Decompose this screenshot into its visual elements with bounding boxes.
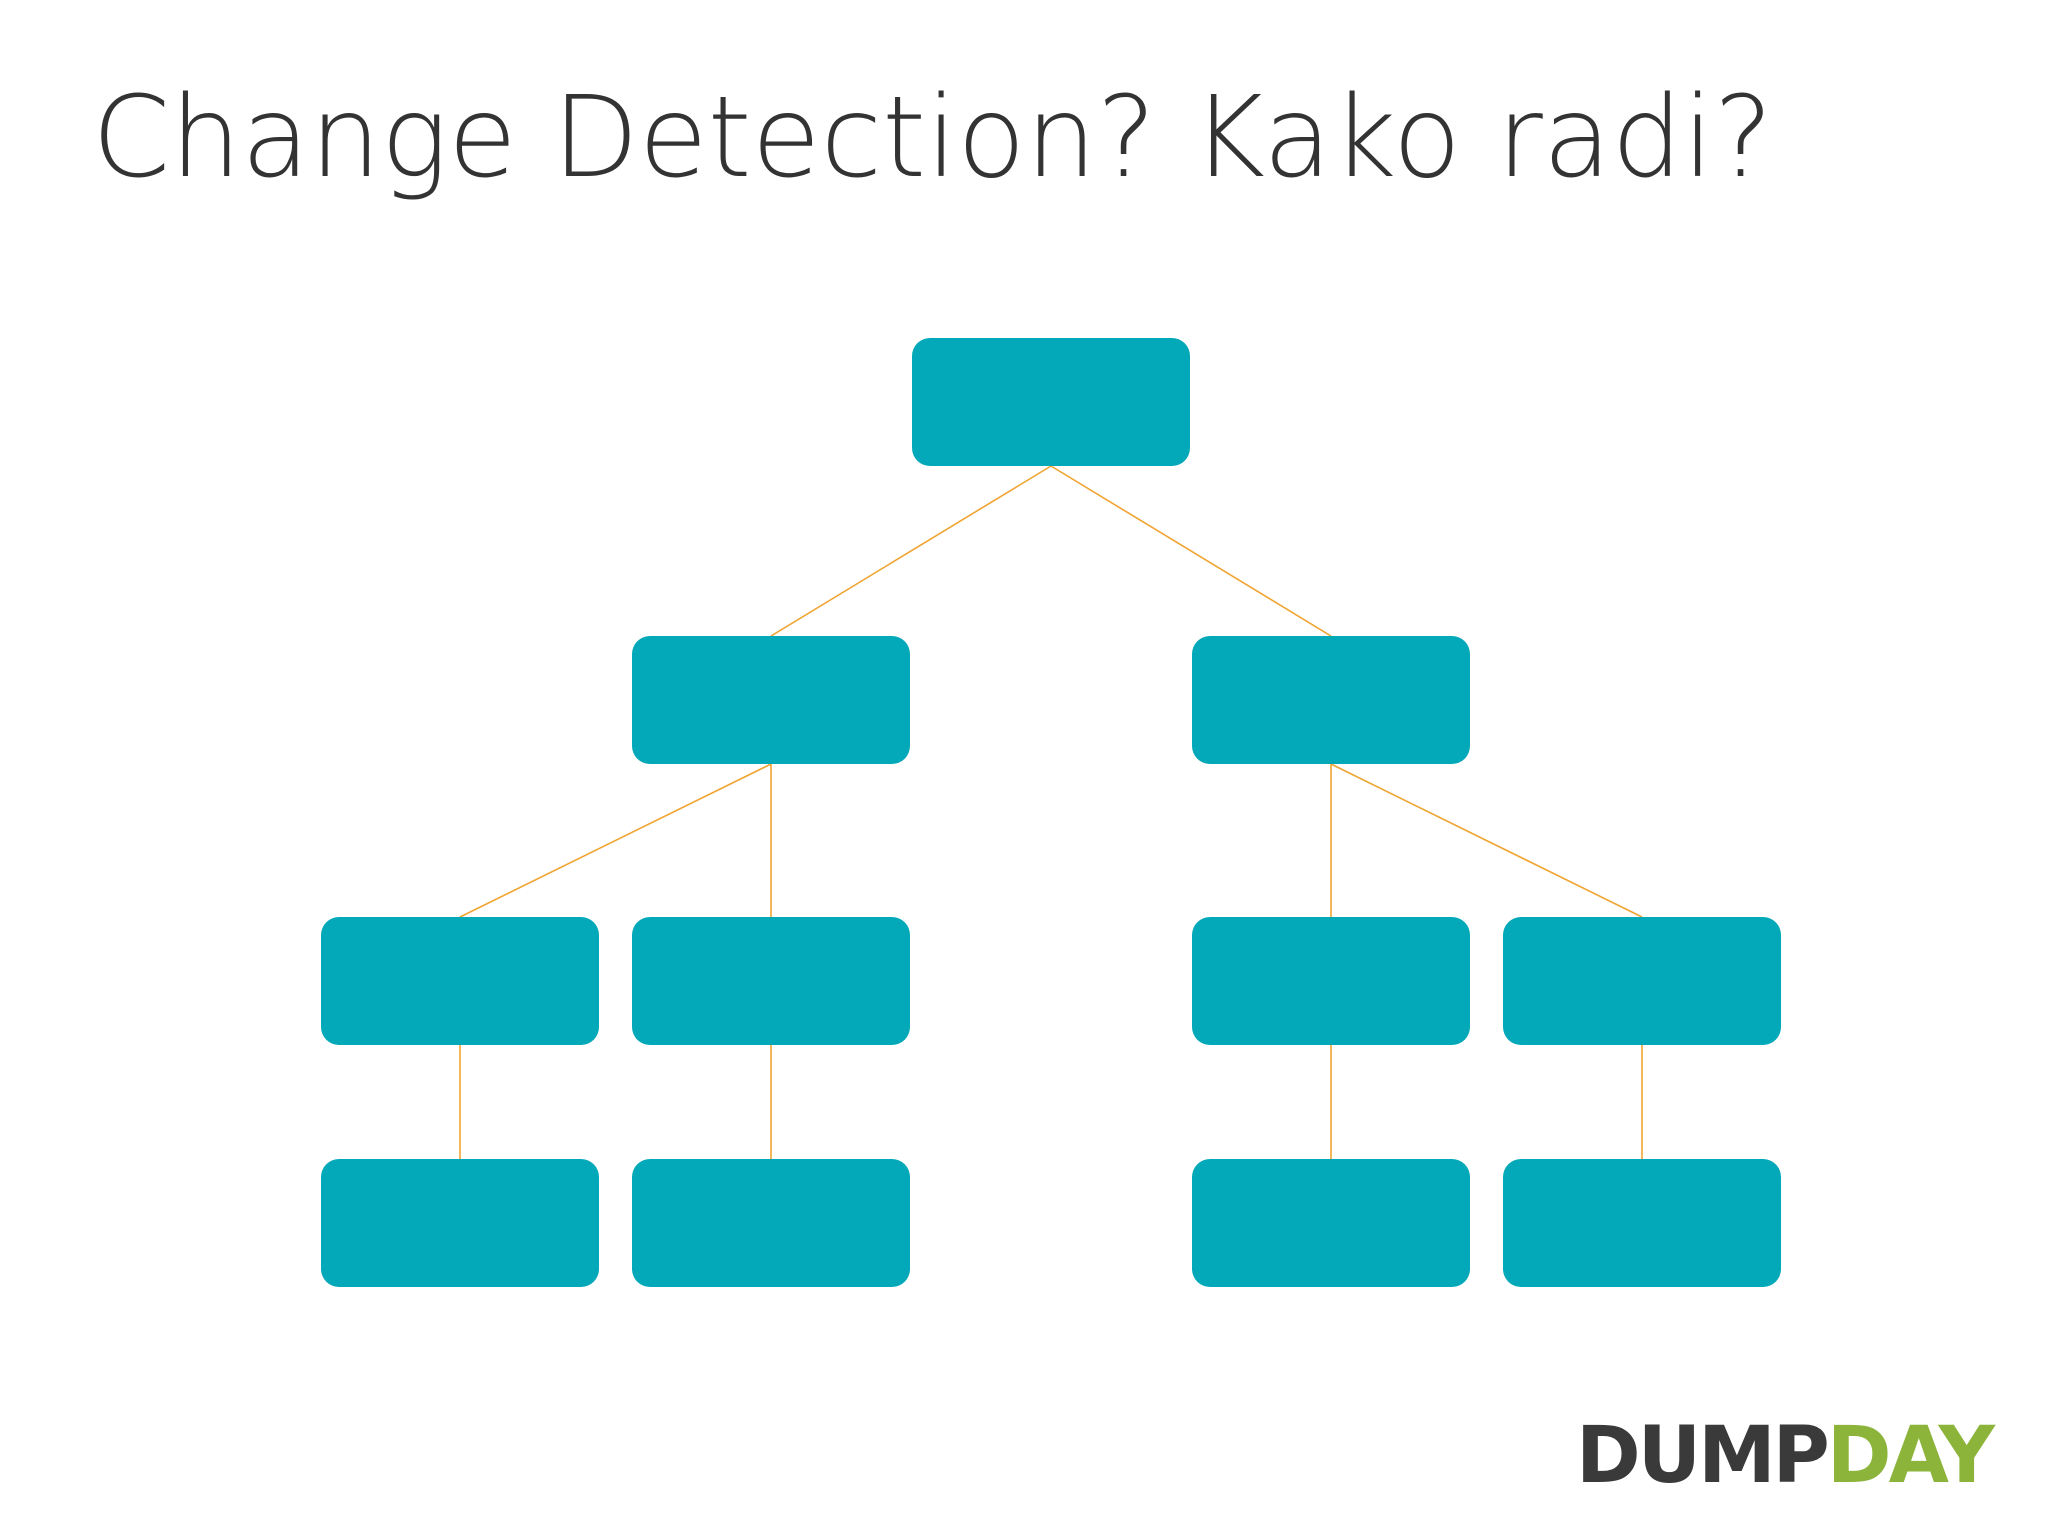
tree-node-l3-b — [632, 1159, 910, 1287]
logo-part-dump: DUMP — [1575, 1411, 1830, 1501]
node-box — [632, 636, 910, 764]
tree-node-root — [912, 338, 1190, 466]
edge-root-to-l1-left — [770, 465, 1052, 637]
tree-node-l2-a — [321, 917, 599, 1045]
tree-node-l2-c — [1192, 917, 1470, 1045]
node-box — [321, 917, 599, 1045]
edge-l1-right-to-l2-d — [1330, 763, 1643, 918]
tree-node-l3-c — [1192, 1159, 1470, 1287]
tree-node-l2-d — [1503, 917, 1781, 1045]
tree-node-l2-b — [632, 917, 910, 1045]
node-box — [1192, 636, 1470, 764]
tree-node-l1-right — [1192, 636, 1470, 764]
dumpday-logo: DUMPDAY — [1576, 1416, 1995, 1496]
edge-root-to-l1-right — [1050, 465, 1332, 637]
tree-node-l3-d — [1503, 1159, 1781, 1287]
node-box — [321, 1159, 599, 1287]
edge-l1-left-to-l2-a — [459, 763, 772, 918]
tree-node-l1-left — [632, 636, 910, 764]
node-box — [1192, 1159, 1470, 1287]
edges-layer — [459, 465, 1643, 1159]
node-box — [1192, 917, 1470, 1045]
node-box — [1503, 1159, 1781, 1287]
tree-node-l3-a — [321, 1159, 599, 1287]
logo-part-day: DAY — [1826, 1411, 1995, 1501]
node-box — [632, 917, 910, 1045]
node-box — [1503, 917, 1781, 1045]
slide-title: Change Detection? Kako radi? — [92, 73, 1774, 203]
node-box — [912, 338, 1190, 466]
node-box — [632, 1159, 910, 1287]
nodes-layer — [321, 338, 1781, 1287]
